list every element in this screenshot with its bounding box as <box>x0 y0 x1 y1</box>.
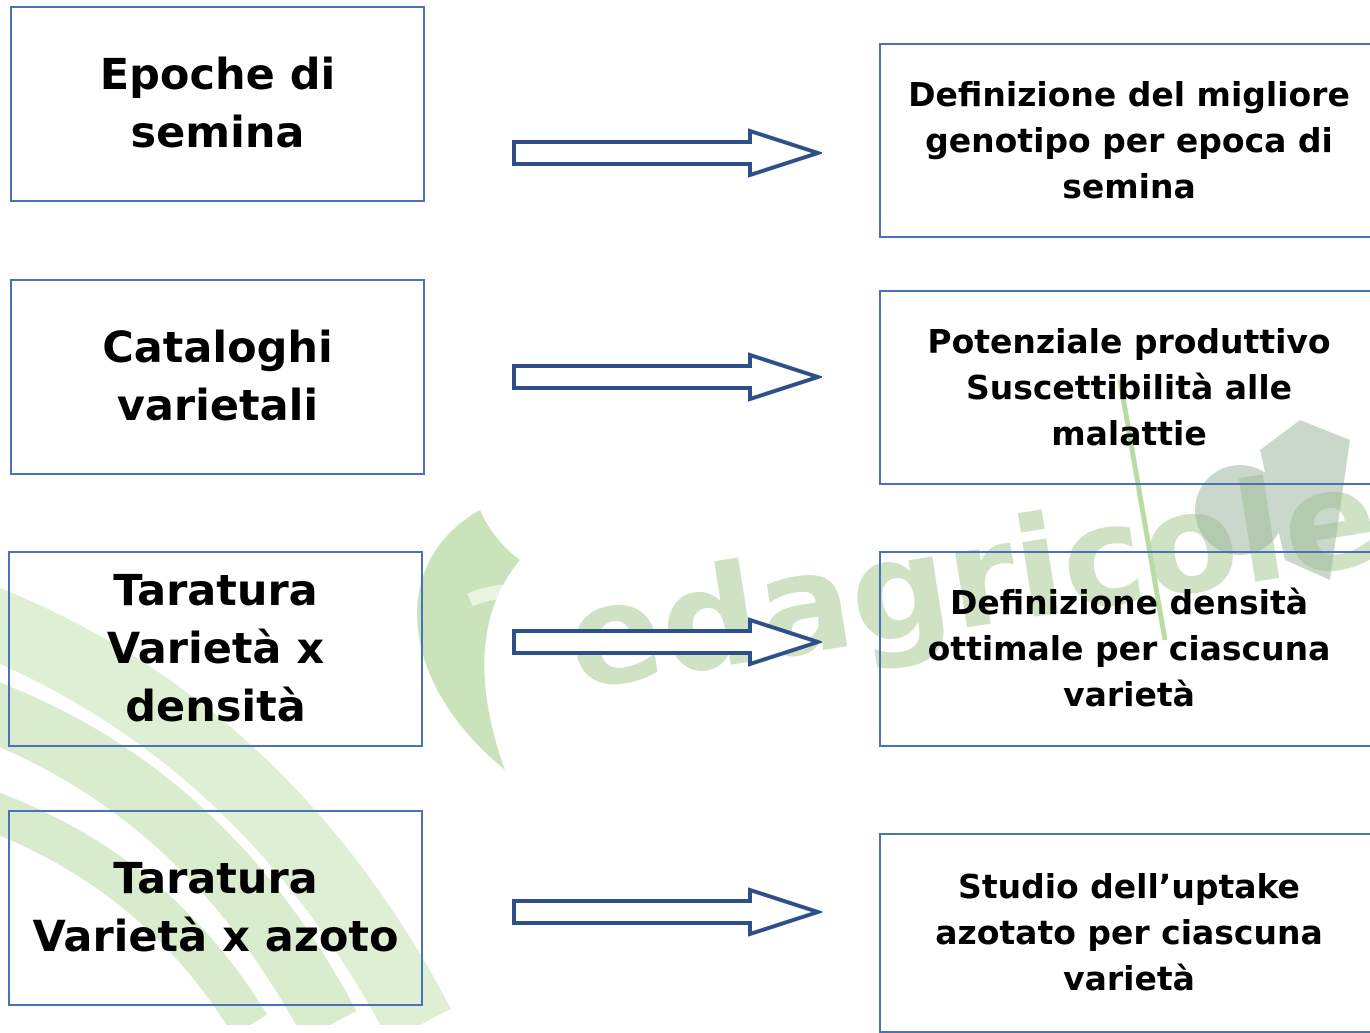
arrow-right-icon <box>512 617 822 667</box>
box-definizione-genotipo: Definizione del migliore genotipo per ep… <box>879 43 1370 238</box>
box-taratura-azoto: Taratura Varietà x azoto <box>8 810 423 1006</box>
brand-mark-icon <box>1195 420 1350 580</box>
box-potenziale-produttivo: Potenziale produttivo Suscettibilità all… <box>879 290 1370 485</box>
watermark-divider <box>1117 379 1168 641</box>
box-studio-uptake: Studio dell’uptake azotato per ciascuna … <box>879 833 1370 1033</box>
box-definizione-densita: Definizione densità ottimale per ciascun… <box>879 551 1370 747</box>
box-cataloghi-varietali: Cataloghi varietali <box>10 279 425 475</box>
box-taratura-densita: Taratura Varietà x densità <box>8 551 423 747</box>
arrow-right-icon <box>512 352 822 402</box>
box-epoche-di-semina: Epoche di semina <box>10 6 425 202</box>
arrow-right-icon <box>512 128 822 178</box>
arrow-right-icon <box>512 887 822 937</box>
leaf-logo-icon <box>417 510 566 770</box>
